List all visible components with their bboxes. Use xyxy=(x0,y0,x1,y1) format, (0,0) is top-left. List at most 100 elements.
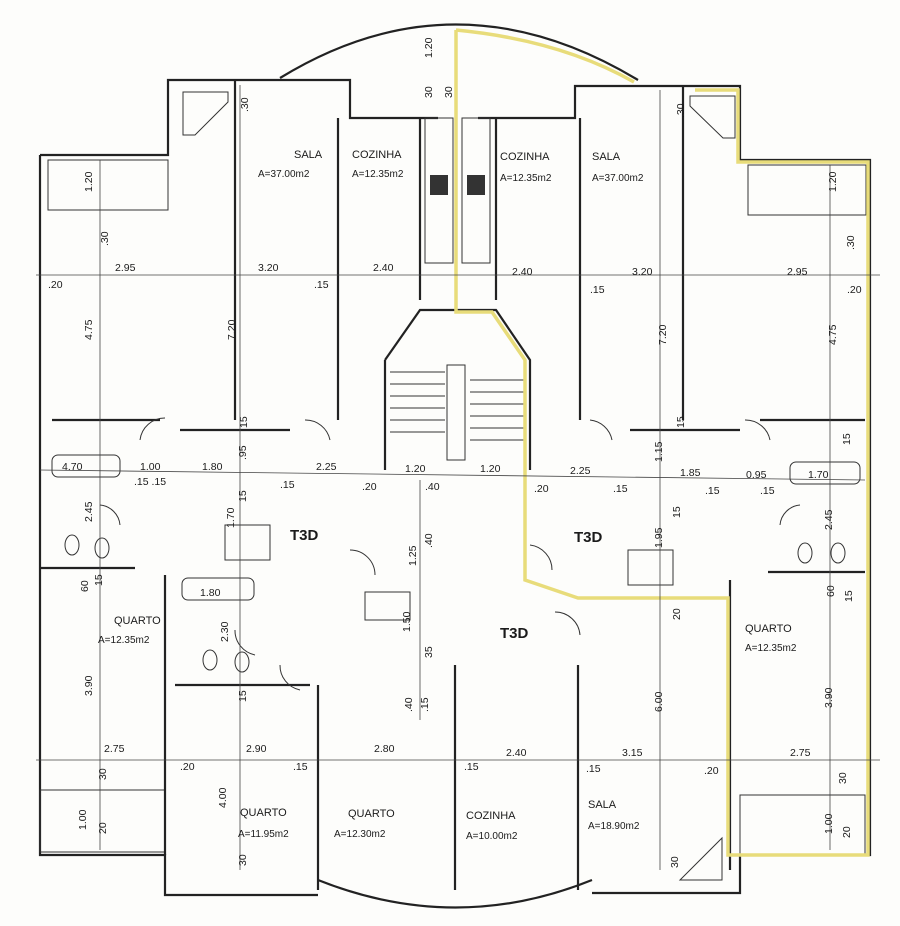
dim-label: 15 xyxy=(238,416,250,428)
room-quarto-b2: QUARTO xyxy=(348,808,395,820)
dim-label: .20 xyxy=(48,279,63,291)
area-sala-tr: A=37.00m2 xyxy=(592,173,644,184)
dim-label: 3.15 xyxy=(622,747,643,759)
room-sala-tl: SALA xyxy=(294,149,323,161)
sink-tr xyxy=(467,175,485,195)
dim-label: .15 xyxy=(293,761,308,773)
bathtub-b xyxy=(181,577,255,601)
stair-core-wall xyxy=(384,308,532,470)
dim-label: .30 xyxy=(675,103,687,118)
room-labels: SALA A=37.00m2 COZINHA A=12.35m2 COZINHA… xyxy=(98,149,797,842)
dim-label: .40 xyxy=(423,533,435,548)
dim-label: 1.00 xyxy=(823,813,835,834)
top-arc-wall xyxy=(279,23,639,81)
room-cozinha-b: COZINHA xyxy=(466,810,516,822)
sink-tl xyxy=(430,175,448,195)
dim-label: 4.00 xyxy=(217,787,229,808)
dim-label: 3.20 xyxy=(258,262,279,274)
dim-label: 1.70 xyxy=(808,469,829,481)
bottom-arc-wall xyxy=(317,878,593,909)
dim-label: 3.90 xyxy=(83,675,95,696)
dim-label: 2.40 xyxy=(512,266,533,278)
room-sala-b: SALA xyxy=(588,799,617,811)
kitchen-counter-tr xyxy=(461,117,491,264)
dim-label: 0.95 xyxy=(746,469,767,481)
dim-label: .20 xyxy=(534,483,549,495)
dim-label: 30 xyxy=(237,854,249,866)
area-sala-tl: A=37.00m2 xyxy=(258,169,310,180)
dim-label: .40 xyxy=(403,697,415,712)
unit-label-bottom: T3D xyxy=(500,625,529,642)
dim-label: .40 xyxy=(425,481,440,493)
dim-label: .15 xyxy=(464,761,479,773)
dim-label: 15 xyxy=(237,490,249,502)
dim-label: 4.75 xyxy=(83,319,95,340)
area-cozinha-b: A=10.00m2 xyxy=(466,831,518,842)
dim-label: 2.40 xyxy=(506,747,527,759)
balcony-bl xyxy=(39,789,166,853)
dim-label: 15 xyxy=(841,433,853,445)
dim-label: 2.40 xyxy=(373,262,394,274)
dim-label: 1.50 xyxy=(401,611,413,632)
dim-label: 20 xyxy=(841,826,853,838)
dim-label: 2.45 xyxy=(83,501,95,522)
room-quarto-l: QUARTO xyxy=(114,615,161,627)
balcony-tr xyxy=(747,164,867,216)
dim-label: 35 xyxy=(423,646,435,658)
area-quarto-l: A=12.35m2 xyxy=(98,635,150,646)
column-tr xyxy=(689,95,736,139)
dim-label: 30 xyxy=(423,86,435,98)
dim-label: 1.95 xyxy=(653,527,665,548)
stair-small-l xyxy=(224,524,271,561)
dim-label: 60 xyxy=(79,580,91,592)
dim-label: 2.75 xyxy=(104,743,125,755)
dim-label: 1.15 xyxy=(653,441,665,462)
dim-label: 20 xyxy=(97,822,109,834)
area-quarto-b2: A=12.30m2 xyxy=(334,829,386,840)
dim-label: 60 xyxy=(825,585,837,597)
dim-label: .15 xyxy=(760,485,775,497)
dim-label: 4.70 xyxy=(62,461,83,473)
dimension-labels: 1.20 30 30 .30 .30 1.20 1.20 .30 .30 2.9… xyxy=(48,37,862,868)
column-tl xyxy=(182,91,229,136)
dim-label: 30 xyxy=(97,768,109,780)
dim-label: 2.25 xyxy=(316,461,337,473)
dim-label: .15 xyxy=(705,485,720,497)
dim-label: 7.20 xyxy=(226,319,238,340)
dim-label: 30 xyxy=(669,856,681,868)
dim-label: 1.20 xyxy=(83,171,95,192)
column-br xyxy=(678,836,723,881)
unit-label-left: T3D xyxy=(290,527,319,544)
dim-label: 1.20 xyxy=(480,463,501,475)
dim-label: 2.45 xyxy=(823,509,835,530)
dim-label: 15 xyxy=(93,574,105,586)
dim-label: 4.75 xyxy=(827,324,839,345)
dim-label: 1.20 xyxy=(405,463,426,475)
stair-small-r xyxy=(627,549,674,586)
dim-label: 3.90 xyxy=(823,687,835,708)
dim-label: .15 .15 xyxy=(134,476,166,488)
dim-label: .15 xyxy=(590,284,605,296)
dim-label: 7.20 xyxy=(657,324,669,345)
room-cozinha-tl: COZINHA xyxy=(352,149,402,161)
area-quarto-r: A=12.35m2 xyxy=(745,643,797,654)
unit-label-right: T3D xyxy=(574,529,603,546)
bathtub-l xyxy=(51,454,121,478)
room-quarto-r: QUARTO xyxy=(745,623,792,635)
dim-label: 1.80 xyxy=(200,587,221,599)
dim-label: 2.95 xyxy=(787,266,808,278)
dim-label: 2.95 xyxy=(115,262,136,274)
room-cozinha-tr: COZINHA xyxy=(500,151,550,163)
dim-label: .20 xyxy=(362,481,377,493)
dim-label: 1.00 xyxy=(140,461,161,473)
dim-label: 30 xyxy=(443,86,455,98)
right-outer-wall xyxy=(478,84,872,895)
dim-label: .15 xyxy=(419,697,431,712)
area-cozinha-tl: A=12.35m2 xyxy=(352,169,404,180)
area-cozinha-tr: A=12.35m2 xyxy=(500,173,552,184)
dim-label: .95 xyxy=(237,445,249,460)
stair-small-c xyxy=(364,591,411,621)
dim-label: 1.00 xyxy=(77,809,89,830)
bathtub-r xyxy=(789,461,861,485)
